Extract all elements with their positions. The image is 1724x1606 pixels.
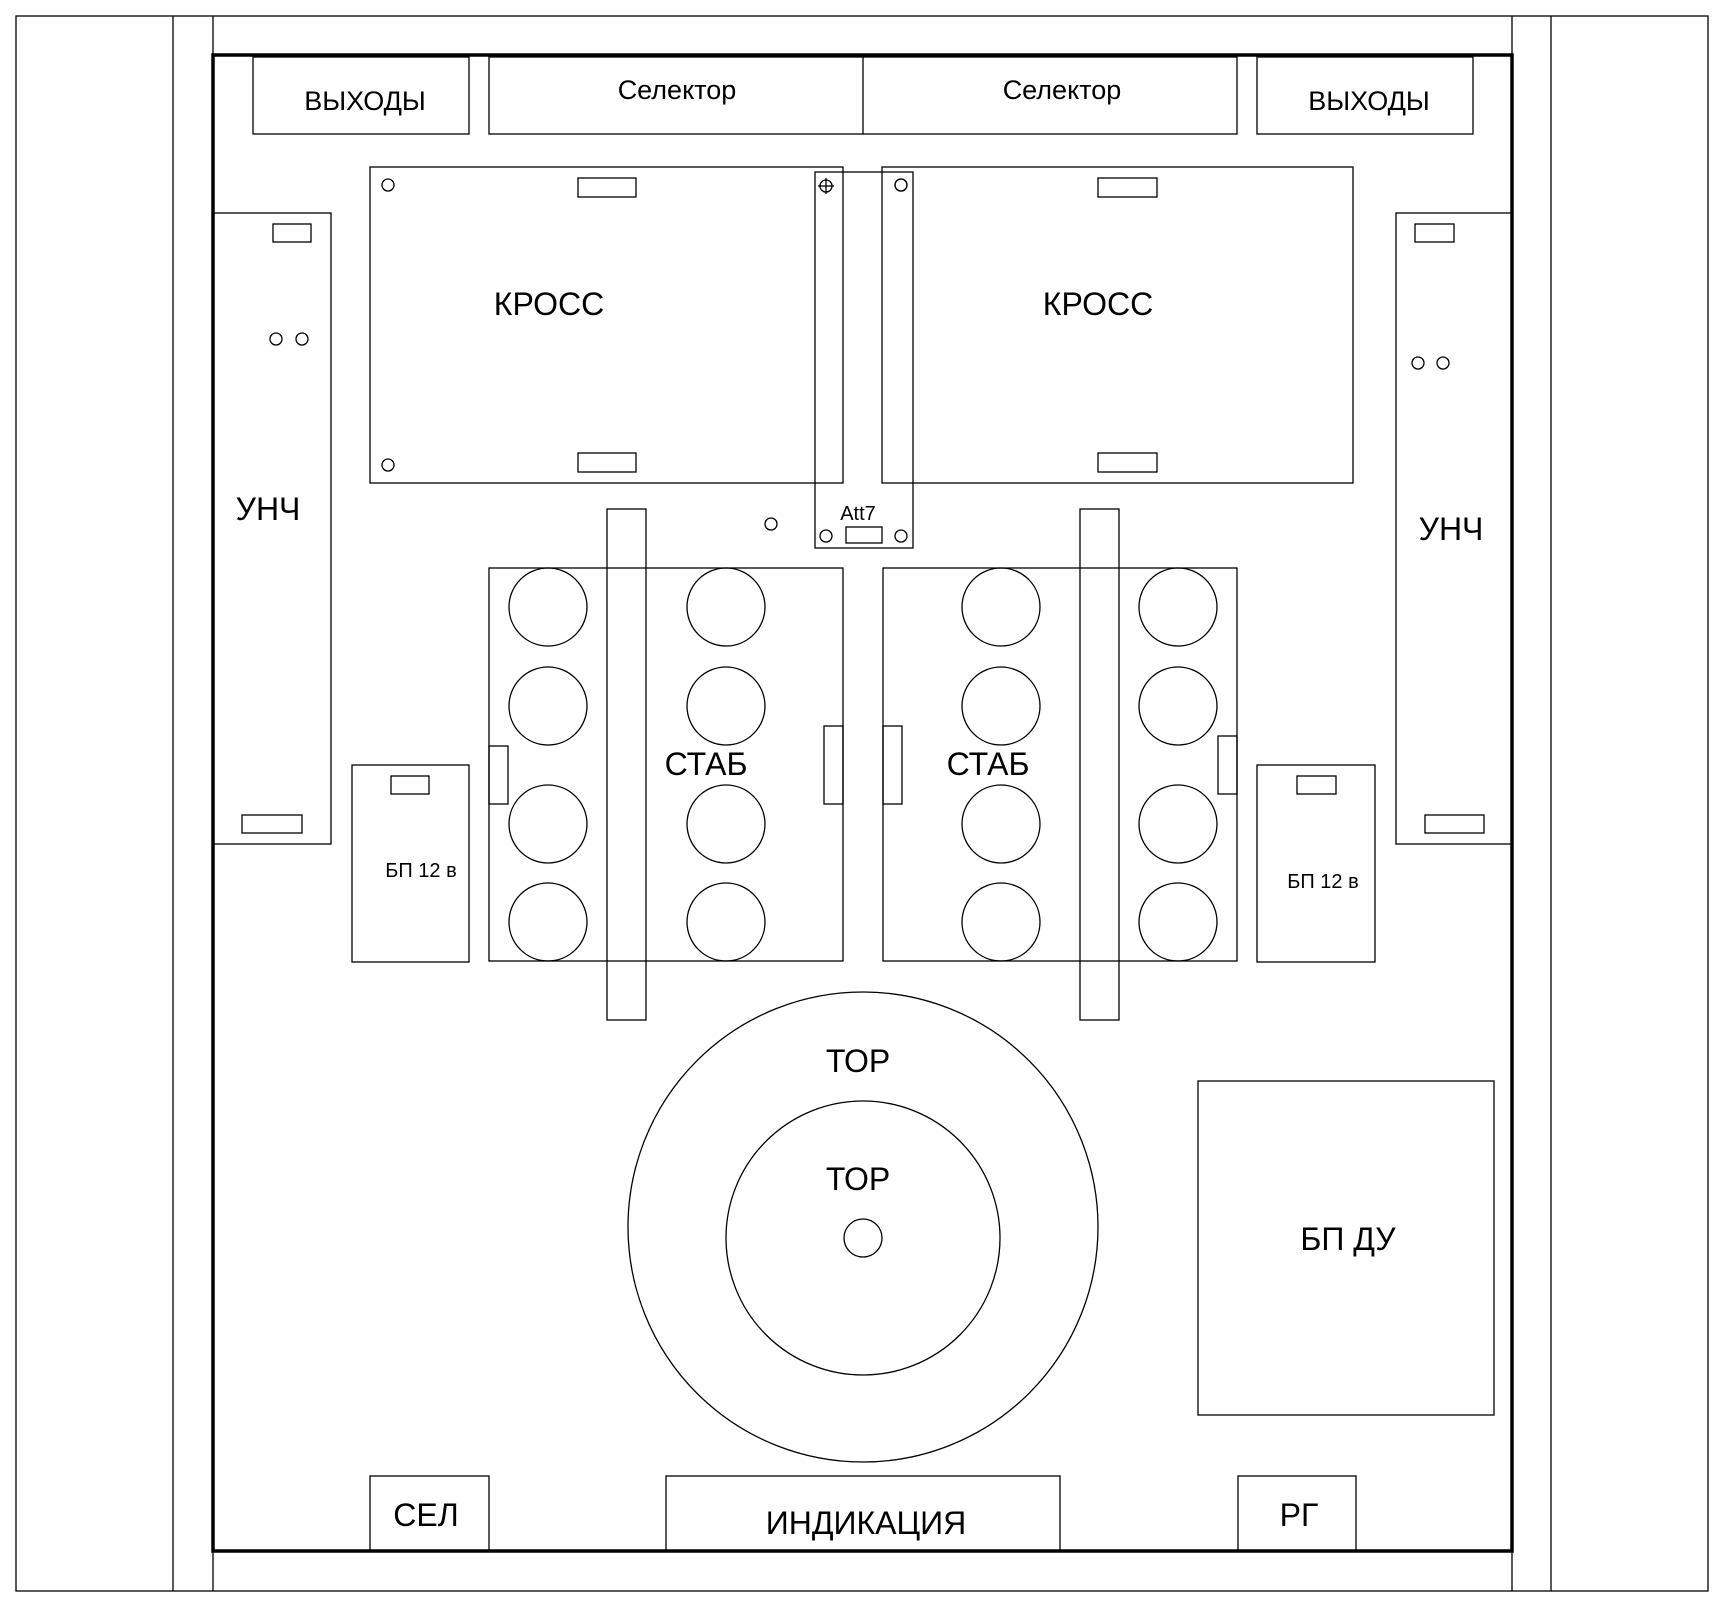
capacitor [508,567,588,647]
selector-block: Селектор Селектор [488,56,1238,135]
stab-left-board: СТАБ [488,508,844,1021]
toroid-outer-label: ТОР [826,1043,890,1079]
amp-right-board: УНЧ [1395,212,1513,845]
capacitor [1138,666,1218,746]
connector [882,725,903,805]
capacitor [508,784,588,864]
rg-block: РГ [1237,1475,1357,1552]
connector [1097,452,1158,473]
stab-right-board: СТАБ [882,508,1238,1021]
indication-block: ИНДИКАЦИЯ [665,1475,1061,1552]
psu-remote-board: БП ДУ [1197,1080,1495,1416]
capacitor [686,567,766,647]
outputs-right-label: ВЫХОДЫ [1308,86,1430,116]
chassis-outline [211,53,1514,1553]
capacitor [508,666,588,746]
connector [272,223,312,243]
att7-label: Att7 [840,503,876,525]
outputs-right-block: ВЫХОДЫ [1256,56,1474,135]
heatsink [606,508,647,1021]
connector [1296,775,1337,795]
connector [1414,223,1455,243]
capacitor [961,882,1041,962]
capacitor [1138,784,1218,864]
cross-right-board: КРОСС [881,166,1354,484]
indication-label: ИНДИКАЦИЯ [766,1505,967,1541]
psu12-left-label: БП 12 в [385,860,456,882]
connector [390,775,430,795]
capacitor [1138,567,1218,647]
capacitor [961,784,1041,864]
connector [241,814,303,834]
toroid-transformer: ТОР ТОР [627,991,1099,1463]
connector [845,526,883,544]
connector [1424,814,1485,834]
att7-board: Att7 [814,171,914,549]
psu12-right-label: БП 12 в [1287,871,1358,893]
cross-left-board: КРОСС [369,166,844,484]
amp-right-label: УНЧ [1419,511,1484,547]
heatsink [1079,508,1120,1021]
capacitor [961,666,1041,746]
cross-left-label: КРОСС [494,286,604,322]
capacitor [961,567,1041,647]
connector [823,725,844,805]
connector [1217,735,1238,795]
stab-left-label: СТАБ [665,746,748,782]
amp-left-board: УНЧ [212,212,332,845]
mounting-hole [764,517,778,531]
cross-right-label: КРОСС [1043,286,1153,322]
stab-right-label: СТАБ [947,746,1030,782]
amp-left-label: УНЧ [236,491,301,527]
rg-label: РГ [1280,1497,1319,1533]
psu12-left-board: БП 12 в [351,764,470,963]
capacitor [1138,882,1218,962]
connector [1097,177,1158,198]
capacitor [686,666,766,746]
outputs-left-label: ВЫХОДЫ [304,86,426,116]
connector [577,177,637,198]
connector [488,745,509,805]
outer-frame [15,15,1709,1592]
sel-block: СЕЛ [369,1475,490,1552]
selector-right-label: Селектор [1003,75,1122,105]
outputs-left-block: ВЫХОДЫ [252,56,470,135]
psu12-right-board: БП 12 в [1256,764,1376,963]
toroid-inner-label: ТОР [826,1161,890,1197]
selector-left-label: Селектор [618,75,737,105]
psu-remote-label: БП ДУ [1300,1221,1396,1257]
sel-label: СЕЛ [393,1497,458,1533]
connector [577,452,637,473]
capacitor [686,784,766,864]
capacitor [686,882,766,962]
capacitor [508,882,588,962]
